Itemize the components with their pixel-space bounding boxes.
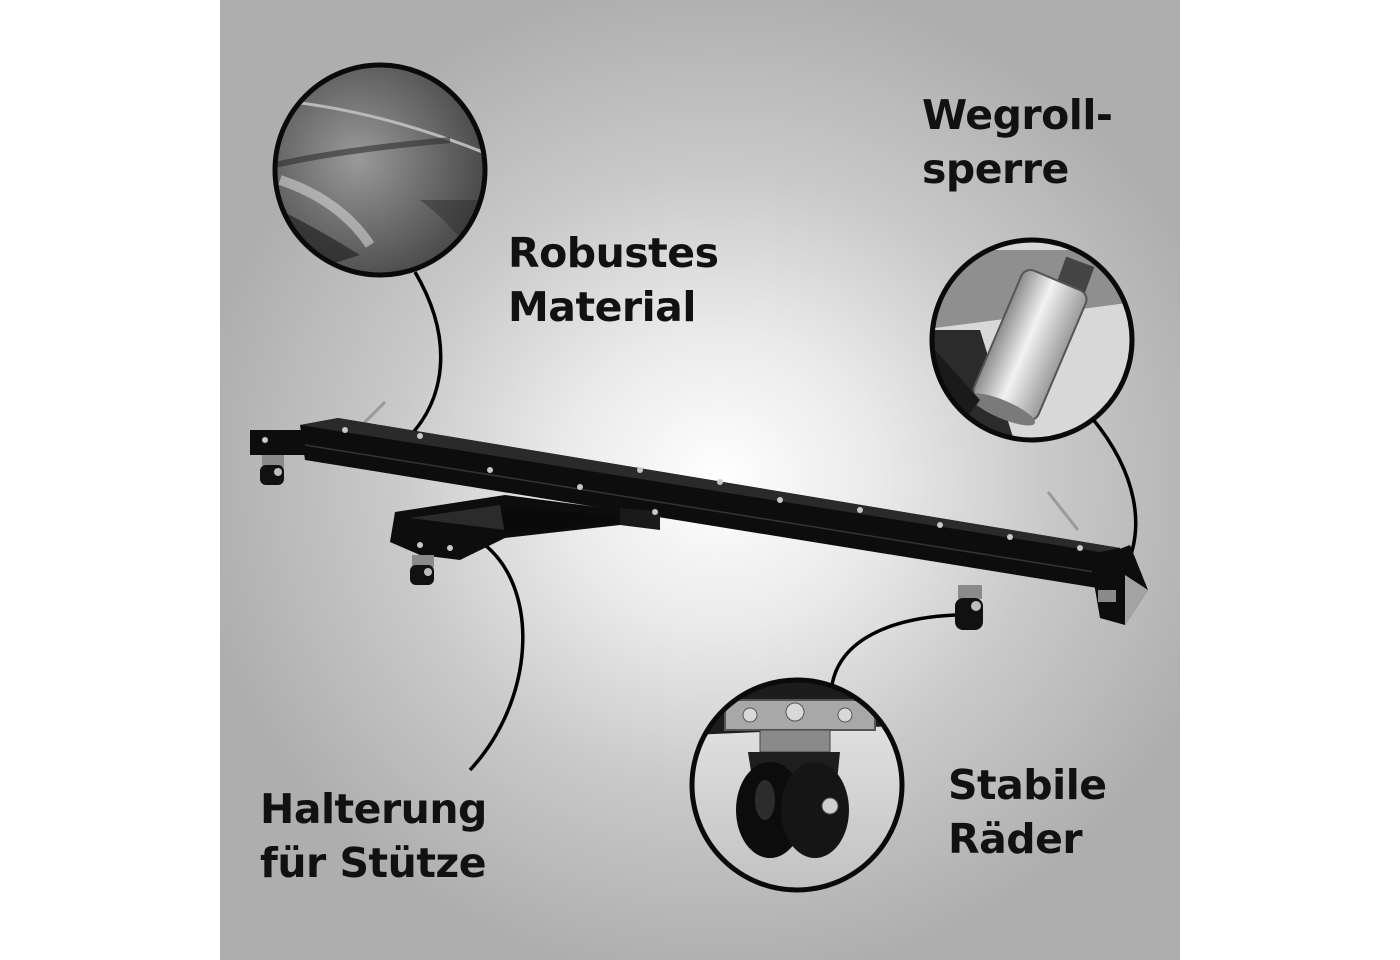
wheel-detail-icon	[689, 677, 905, 893]
label-roll-stopper-line2: sperre	[922, 145, 1069, 193]
wheel-pointer-line	[830, 613, 956, 686]
support-pointer-line	[468, 543, 525, 772]
stopper-detail-icon	[929, 237, 1135, 443]
label-stable-wheels-line1: Stabile	[948, 761, 1107, 809]
product-illustration	[250, 62, 1148, 893]
label-robust-material-line2: Material	[508, 283, 696, 331]
material-pointer-line	[406, 271, 443, 440]
product-stage: Robustes Material Wegroll- sperre Halter…	[220, 0, 1180, 960]
label-stable-wheels-line2: Räder	[948, 815, 1083, 863]
label-robust-material: Robustes Material	[508, 226, 719, 334]
label-support-holder: Halterung für Stütze	[260, 782, 487, 890]
label-roll-stopper: Wegroll- sperre	[922, 88, 1113, 196]
label-stable-wheels: Stabile Räder	[948, 758, 1107, 866]
label-roll-stopper-line1: Wegroll-	[922, 91, 1113, 139]
label-support-holder-line2: für Stütze	[260, 839, 487, 887]
label-support-holder-line1: Halterung	[260, 785, 487, 833]
label-robust-material-line1: Robustes	[508, 229, 719, 277]
motorcycle-dolly-icon	[250, 400, 1148, 630]
material-detail-icon	[272, 62, 488, 278]
